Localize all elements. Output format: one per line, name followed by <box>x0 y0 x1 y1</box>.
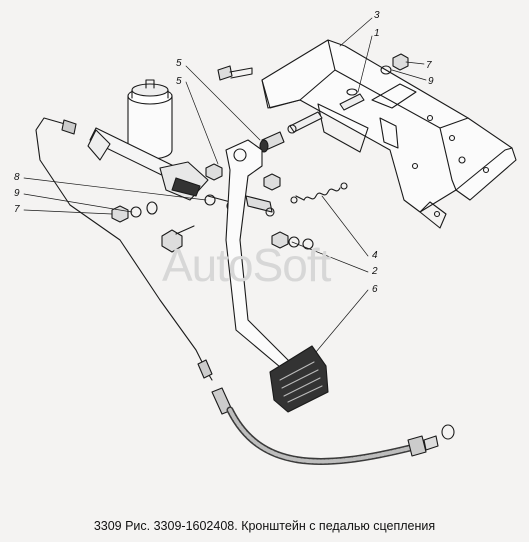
callout-2: 2 <box>371 266 378 277</box>
fasteners <box>111 163 314 253</box>
callout-7-right: 7 <box>426 60 432 71</box>
figure-caption: 3309 Рис. 3309-1602408. Кронштейн с педа… <box>93 519 436 533</box>
nut-washer-top-right <box>380 53 409 75</box>
callout-4: 4 <box>372 250 378 261</box>
leader-lines <box>23 17 427 353</box>
return-spring <box>290 182 348 204</box>
callout-5-lower: 5 <box>176 76 182 87</box>
callout-8: 8 <box>14 172 20 183</box>
watermark: AutoSoft <box>162 239 331 291</box>
pedal-shaft <box>259 88 365 153</box>
callout-1: 1 <box>374 28 380 39</box>
callout-9-left: 9 <box>14 188 20 199</box>
bolt-top <box>217 65 253 81</box>
bracket-part <box>261 39 517 229</box>
callout-6: 6 <box>372 284 378 295</box>
callout-5-upper: 5 <box>176 58 182 69</box>
callout-9-right: 9 <box>428 76 434 87</box>
clutch-pedal <box>225 139 329 413</box>
callout-7-left: 7 <box>14 204 20 215</box>
hydraulic-tube <box>35 117 213 381</box>
flexible-hose <box>211 387 455 465</box>
callout-3: 3 <box>374 10 380 21</box>
master-cylinder <box>87 79 239 212</box>
